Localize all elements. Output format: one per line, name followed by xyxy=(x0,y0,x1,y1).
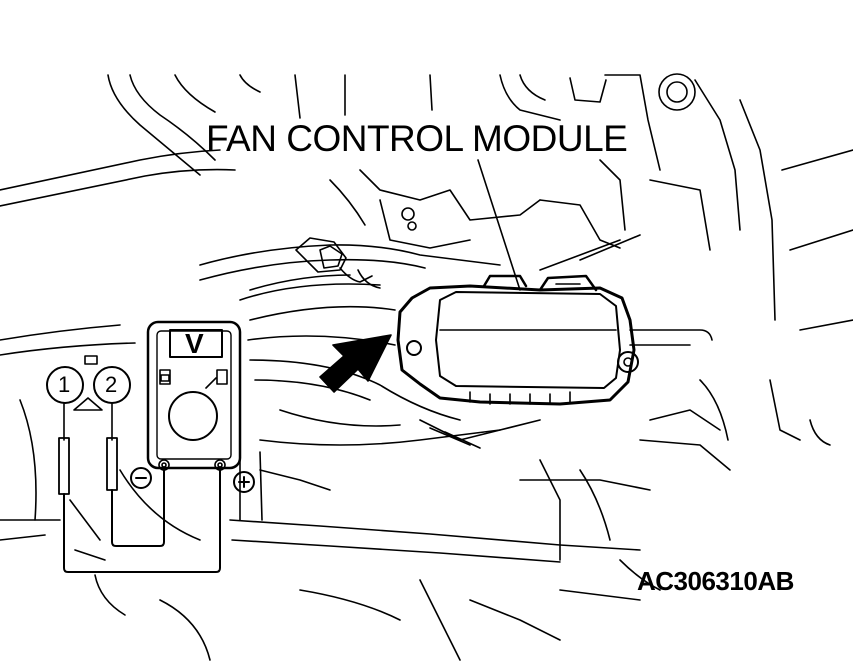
fan-control-module xyxy=(396,159,639,406)
negative-terminal-icon xyxy=(130,467,152,489)
probe-1-number: 1 xyxy=(58,372,71,397)
fan-control-module-label: FAN CONTROL MODULE xyxy=(206,118,628,159)
voltmeter-icon xyxy=(146,320,242,471)
probe-1 xyxy=(58,403,221,573)
engine-bay-background xyxy=(0,73,853,661)
voltmeter-display-symbol: V xyxy=(185,328,204,359)
figure-code: AC306310AB xyxy=(637,566,794,596)
probe-2-number: 2 xyxy=(105,372,118,397)
positive-terminal-icon xyxy=(233,471,255,493)
probe-holder xyxy=(46,355,131,411)
arrow-indicator-icon xyxy=(319,334,392,393)
probe-2 xyxy=(106,403,165,547)
